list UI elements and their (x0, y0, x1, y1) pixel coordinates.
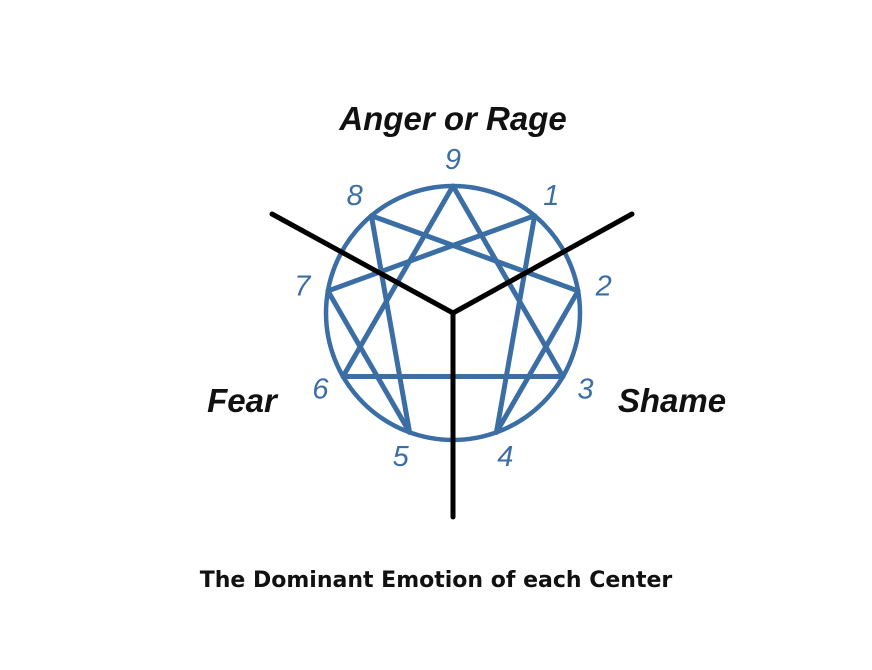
point-label-1: 1 (543, 180, 559, 212)
divider-line-right (450, 211, 635, 316)
hexad-line (368, 213, 413, 435)
point-label-8: 8 (347, 180, 363, 212)
center-label-shame: Shame (618, 382, 726, 419)
point-label-5: 5 (393, 441, 410, 473)
divider-line-left (269, 211, 456, 316)
point-label-7: 7 (294, 270, 312, 302)
point-label-4: 4 (497, 441, 513, 473)
hexad-line (493, 288, 581, 435)
point-label-2: 2 (595, 270, 612, 302)
caption: The Dominant Emotion of each Center (199, 568, 673, 593)
hexad-line (325, 213, 538, 294)
point-labels: 9 1 2 3 4 5 6 7 8 (294, 144, 611, 473)
center-label-fear: Fear (207, 382, 279, 419)
enneagram-diagram: Anger or Rage Fear Shame 9 1 2 3 4 5 6 7 8 (207, 100, 726, 520)
center-label-anger: Anger or Rage (338, 100, 566, 137)
center-dividers (269, 211, 635, 520)
hexad-line (493, 213, 538, 435)
point-label-6: 6 (312, 374, 329, 406)
point-label-3: 3 (577, 374, 593, 406)
hexad-line (325, 288, 413, 435)
hexad-line (368, 213, 581, 294)
point-label-9: 9 (445, 144, 461, 176)
